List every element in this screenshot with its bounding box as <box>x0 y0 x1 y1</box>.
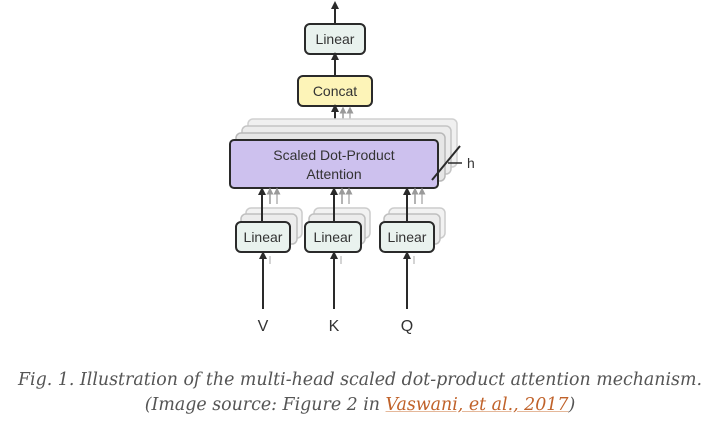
figure-caption: Fig. 1. Illustration of the multi-head s… <box>0 340 720 423</box>
multi-head-attention-diagram: Linear Concat Scaled Dot-Product Attenti… <box>229 1 475 335</box>
query-linear-label: Linear <box>388 229 427 245</box>
key-linear-label: Linear <box>314 229 353 245</box>
concat-label: Concat <box>313 83 357 99</box>
attention-label-line1: Scaled Dot-Product <box>273 147 395 163</box>
value-projection-column: Linear V <box>235 187 303 335</box>
vaswani-2017-link[interactable]: Vaswani, et al., 2017 <box>385 395 569 415</box>
caption-source-suffix: ) <box>568 395 576 415</box>
heads-indicator: h <box>431 145 475 181</box>
key-input-label: K <box>329 318 340 335</box>
value-input-label: V <box>258 318 269 335</box>
caption-line-1: Fig. 1. Illustration of the multi-head s… <box>17 370 703 390</box>
value-linear-label: Linear <box>244 229 283 245</box>
top-linear-label: Linear <box>316 31 355 47</box>
top-linear-block: Linear <box>304 23 366 55</box>
key-projection-column: Linear K <box>304 187 371 335</box>
diagram-canvas: Linear Concat Scaled Dot-Product Attenti… <box>229 1 475 335</box>
concat-block: Concat <box>297 75 373 107</box>
query-input-label: Q <box>401 318 413 335</box>
attention-label-line2: Attention <box>306 166 361 182</box>
scaled-dot-product-attention-block: Scaled Dot-Product Attention <box>229 139 439 189</box>
heads-label: h <box>467 155 475 171</box>
caption-source-prefix: (Image source: Figure 2 in <box>144 395 386 415</box>
caption-line-2: (Image source: Figure 2 in Vaswani, et a… <box>0 392 720 418</box>
query-projection-column: Linear Q <box>379 187 446 335</box>
